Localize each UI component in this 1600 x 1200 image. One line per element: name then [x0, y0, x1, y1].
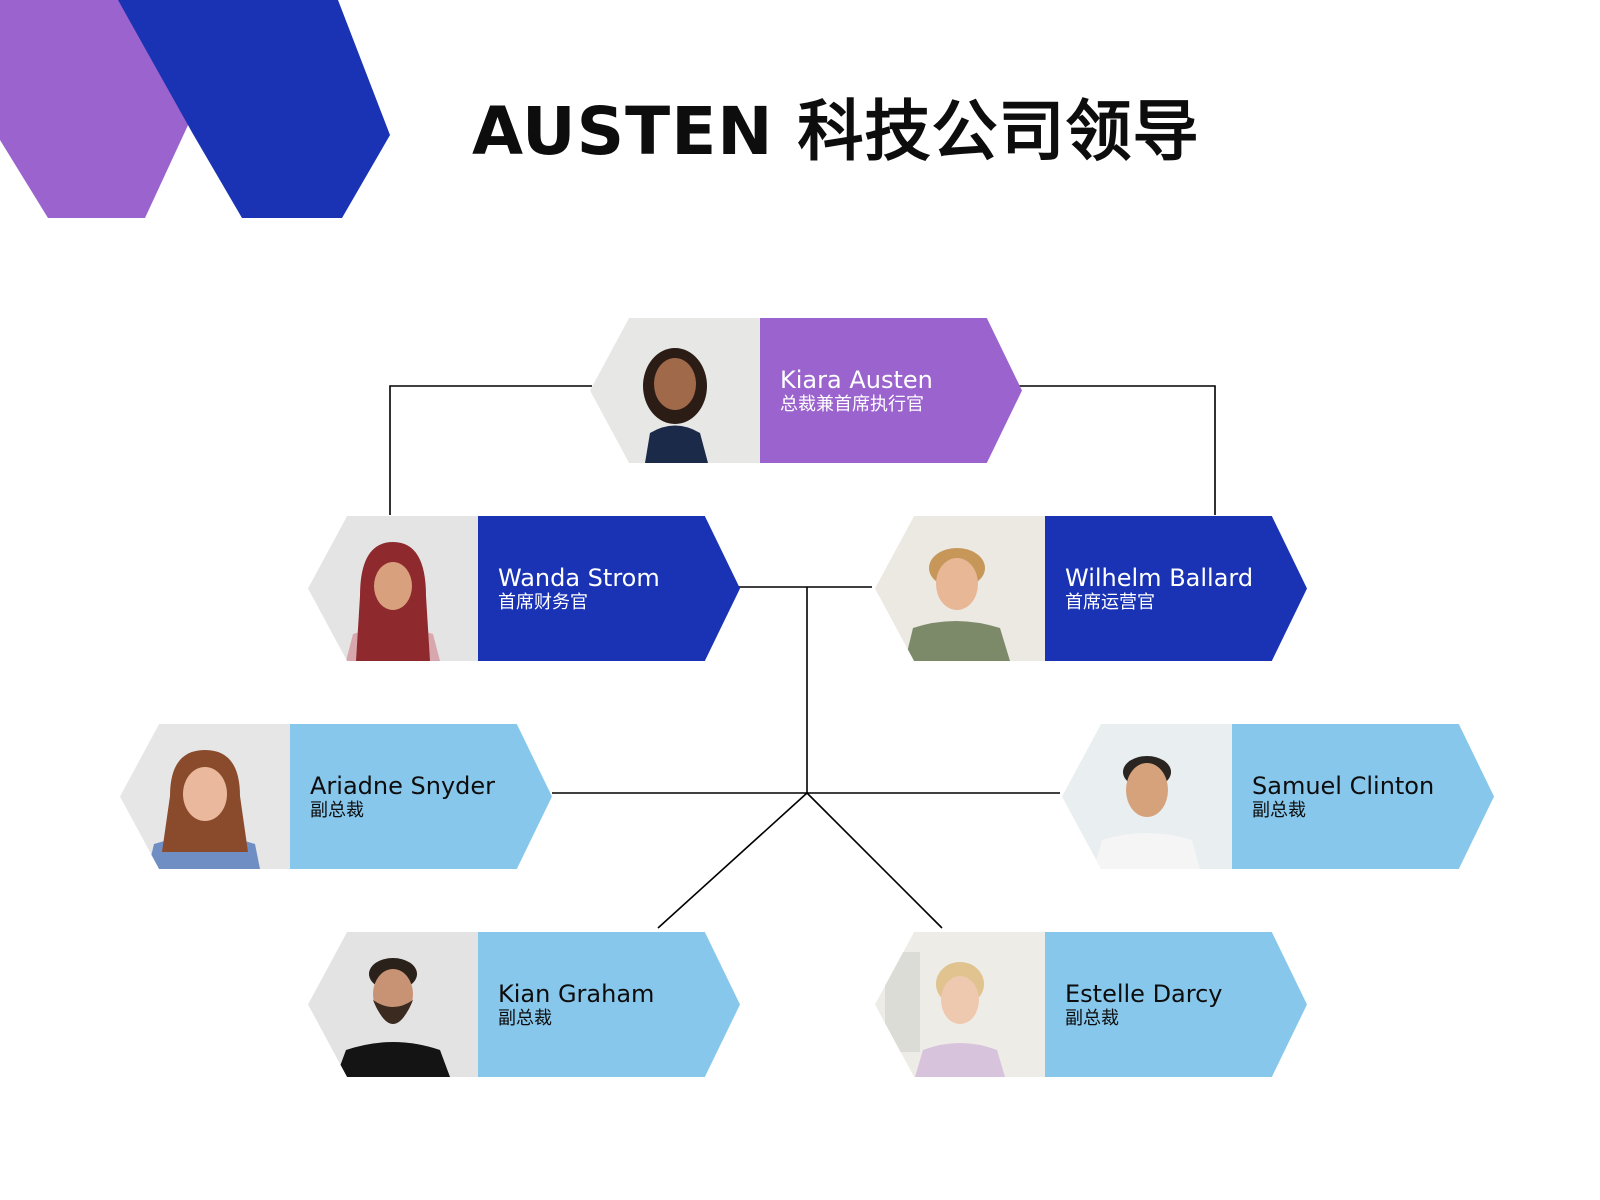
purple-hexagon-shape [0, 0, 195, 218]
portrait-photo [308, 932, 478, 1077]
node-text: Estelle Darcy 副总裁 [1065, 980, 1295, 1030]
person-role: 副总裁 [498, 1008, 552, 1029]
node-banner [434, 932, 740, 1077]
person-role: 首席财务官 [498, 592, 588, 613]
decorative-hexagons [0, 0, 390, 218]
org-node-coo: Wilhelm Ballard 首席运营官 [875, 516, 1307, 661]
org-node-vp-2: Samuel Clinton 副总裁 [1062, 724, 1494, 869]
node-text: Wanda Strom 首席财务官 [498, 564, 728, 614]
node-banner [1001, 932, 1307, 1077]
org-node-vp-1: Ariadne Snyder 副总裁 [120, 724, 552, 869]
connector-hub-to-vp-3 [657, 792, 808, 929]
person-role: 副总裁 [310, 800, 364, 821]
org-node-cfo: Wanda Strom 首席财务官 [308, 516, 740, 661]
person-name: Kian Graham [498, 980, 655, 1008]
org-node-vp-3: Kian Graham 副总裁 [308, 932, 740, 1077]
org-node-vp-4: Estelle Darcy 副总裁 [875, 932, 1307, 1077]
person-role: 首席运营官 [1065, 592, 1155, 613]
node-text: Wilhelm Ballard 首席运营官 [1065, 564, 1295, 614]
portrait-photo [875, 932, 1045, 1077]
portrait-photo [120, 724, 290, 869]
node-text: Ariadne Snyder 副总裁 [310, 772, 540, 822]
blue-hexagon-shape [118, 0, 390, 218]
page-title: AUSTEN 科技公司领导 [472, 93, 1200, 170]
node-text: Kian Graham 副总裁 [498, 980, 728, 1030]
node-banner [434, 516, 740, 661]
person-role: 总裁兼首席执行官 [780, 394, 924, 415]
portrait-photo [875, 516, 1045, 661]
connector-ceo-to-cfo [389, 385, 592, 515]
person-role: 副总裁 [1065, 1008, 1119, 1029]
org-node-ceo: Kiara Austen 总裁兼首席执行官 [590, 318, 1022, 463]
person-name: Wilhelm Ballard [1065, 564, 1254, 592]
person-name: Estelle Darcy [1065, 980, 1223, 1008]
node-banner [1188, 724, 1494, 869]
person-role: 副总裁 [1252, 800, 1306, 821]
portrait-photo [590, 318, 760, 463]
node-text: Kiara Austen 总裁兼首席执行官 [780, 366, 1010, 416]
node-text: Samuel Clinton 副总裁 [1252, 772, 1482, 822]
connector-ceo-to-coo [1010, 385, 1216, 515]
node-banner [246, 724, 552, 869]
person-name: Ariadne Snyder [310, 772, 496, 800]
person-name: Wanda Strom [498, 564, 660, 592]
node-banner [716, 318, 1022, 463]
person-name: Samuel Clinton [1252, 772, 1435, 800]
portrait-photo [308, 516, 478, 661]
person-name: Kiara Austen [780, 366, 933, 394]
portrait-photo [1062, 724, 1232, 869]
connector-hub-to-vp-4 [806, 792, 943, 929]
node-banner [1001, 516, 1307, 661]
